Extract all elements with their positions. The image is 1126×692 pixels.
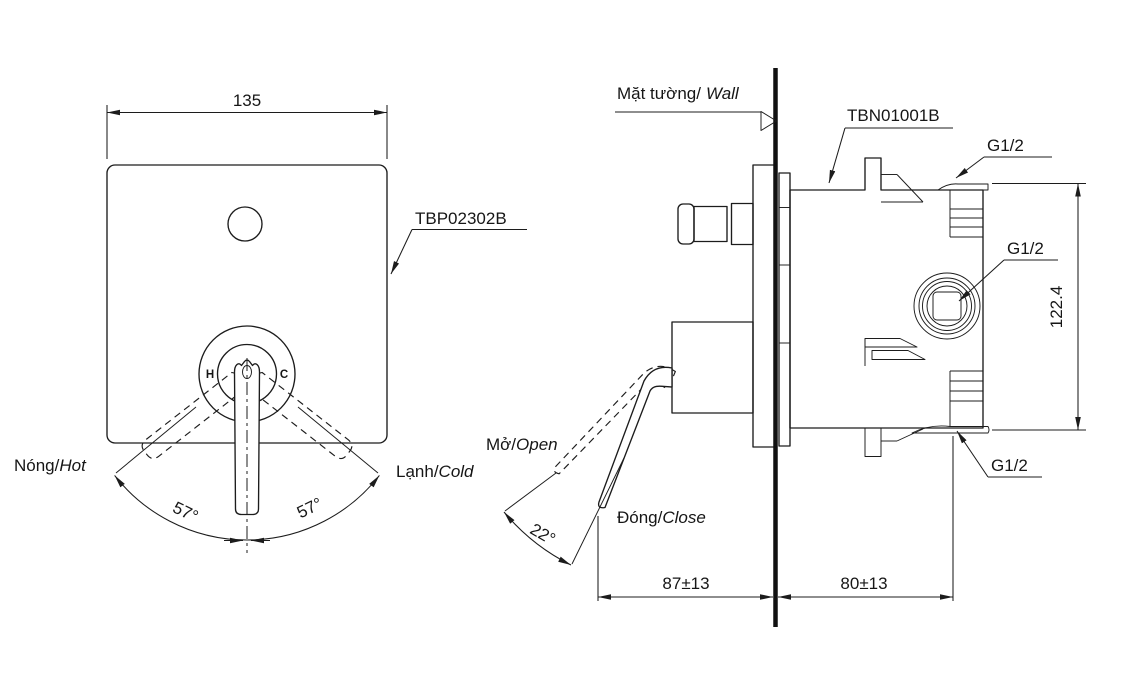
cold-index-letter: C	[280, 369, 288, 381]
thread-label-bottom: G1/2	[956, 430, 1042, 478]
diverter-knob-side	[677, 202, 754, 246]
hot-label: Nóng/Hot	[14, 456, 87, 475]
thread-label-mid: G1/2	[958, 239, 1058, 302]
dim-width: 135	[106, 91, 388, 159]
hot-label-prefix: Nóng/	[14, 456, 60, 475]
open-label: Mở/Open	[486, 435, 558, 454]
dim-front-value: 87±13	[662, 574, 709, 593]
valve-body	[789, 157, 990, 457]
front-view: 135 TBP02302B H C 57° 5	[14, 91, 527, 553]
escutcheon-flange	[752, 164, 776, 448]
bottom-thread-connection	[911, 370, 990, 434]
angle-arc	[114, 475, 380, 541]
open-angle-leg	[504, 472, 557, 512]
cold-label-word: Cold	[439, 462, 475, 481]
cold-label-prefix: Lạnh/	[396, 462, 439, 481]
backing-plate	[778, 172, 791, 447]
hot-index-letter: H	[206, 369, 214, 381]
handle-cold-position	[248, 371, 353, 460]
wall-label-word: Wall	[706, 84, 740, 103]
valve-product-code: TBN01001B	[847, 106, 940, 125]
top-thread-connection	[937, 183, 989, 238]
wall-label-prefix: Mặt tường/	[617, 84, 701, 103]
dim-height: 122.4	[992, 182, 1086, 431]
center-outlet-port	[913, 272, 981, 340]
angle-leg-right	[297, 406, 379, 474]
dim-width-value: 135	[233, 91, 261, 110]
handle-base	[671, 321, 754, 414]
front-product-code: TBP02302B	[415, 209, 507, 228]
wall-pointer-triangle	[760, 111, 777, 131]
dim-depths: 87±13 80±13	[597, 436, 954, 601]
close-label-prefix: Đóng/	[617, 508, 663, 527]
handle-hot-position	[141, 371, 246, 460]
angle-left-value: 57°	[170, 498, 201, 526]
dim-height-value: 122.4	[1047, 286, 1066, 329]
lever-angle-arc	[503, 511, 572, 566]
cold-label: Lạnh/Cold	[396, 462, 474, 481]
open-label-word: Open	[516, 435, 558, 454]
valve-code-leader: TBN01001B	[828, 106, 953, 184]
diverter-button	[227, 206, 263, 242]
angle-leg-left	[115, 406, 197, 474]
side-view: 22° Mở/Open Đóng/Close	[486, 68, 1086, 627]
lever-angle-value: 22°	[527, 520, 559, 549]
close-label-word: Close	[662, 508, 705, 527]
wall-callout: Mặt tường/Wall	[615, 84, 777, 131]
angle-right-value: 57°	[294, 494, 325, 522]
hot-label-word: Hot	[59, 456, 87, 475]
close-label: Đóng/Close	[617, 508, 706, 527]
wall-label: Mặt tường/Wall	[617, 84, 740, 103]
dim-behind-value: 80±13	[840, 574, 887, 593]
thread-label-top: G1/2	[955, 136, 1052, 179]
thread-bottom-value: G1/2	[991, 456, 1028, 475]
thread-top-value: G1/2	[987, 136, 1024, 155]
thread-mid-value: G1/2	[1007, 239, 1044, 258]
front-code-leader: TBP02302B	[390, 209, 527, 275]
close-angle-leg	[571, 457, 625, 565]
open-label-prefix: Mở/	[486, 435, 516, 454]
lever-open-position	[553, 365, 676, 475]
